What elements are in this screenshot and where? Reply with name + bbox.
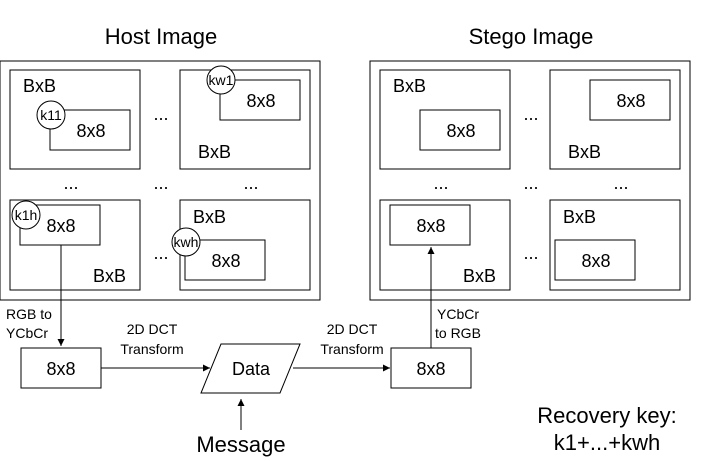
rgb-to-ycbcr-label-1: RGB to <box>6 306 52 322</box>
host-block-tl-inner-label: 8x8 <box>76 121 105 141</box>
ellipsis: ... <box>243 173 258 193</box>
ellipsis: ... <box>523 243 538 263</box>
ellipsis: ... <box>523 104 538 124</box>
stego-block-tr-inner <box>589 79 671 121</box>
dct-output-block-label: 8x8 <box>416 359 445 379</box>
recovery-key-formula: k1+...+kwh <box>554 430 660 455</box>
dct-input-block-label: 8x8 <box>46 359 75 379</box>
stego-block-bl-inner-label: 8x8 <box>416 216 445 236</box>
stego-block-br-inner <box>554 239 636 281</box>
key-circle <box>36 100 66 130</box>
recovery-key-title: Recovery key: <box>537 403 676 428</box>
key-label-k11: k11 <box>40 107 62 123</box>
stego-block-tr-label: BxB <box>568 142 601 162</box>
host-block-top-left: BxB 8x8 k11 <box>9 69 141 170</box>
host-block-br-inner-label: 8x8 <box>211 251 240 271</box>
host-image-title: Host Image <box>105 24 218 49</box>
key-label-k1h: k1h <box>15 207 38 223</box>
stego-image-title: Stego Image <box>469 24 594 49</box>
data-label: Data <box>232 359 271 379</box>
key-label-kwh: kwh <box>174 234 199 250</box>
message-label: Message <box>196 432 285 457</box>
stego-block-bottom-right: BxB 8x8 <box>549 199 681 291</box>
ycbcr-to-rgb-label-1: YCbCr <box>437 306 479 322</box>
ellipsis: ... <box>613 173 628 193</box>
host-block-tl-label: BxB <box>23 76 56 96</box>
stego-block-br-label: BxB <box>563 207 596 227</box>
host-block-bl-inner-label: 8x8 <box>46 216 75 236</box>
ellipsis: ... <box>153 173 168 193</box>
host-block-bottom-right: BxB 8x8 kwh <box>171 199 311 291</box>
ellipsis: ... <box>153 243 168 263</box>
ellipsis: ... <box>63 173 78 193</box>
stego-block-top-left: BxB 8x8 <box>379 69 511 170</box>
ellipsis: ... <box>433 173 448 193</box>
stego-block-bl-inner <box>389 204 471 246</box>
stego-block-br-inner-label: 8x8 <box>581 251 610 271</box>
stego-block-bottom-left: 8x8 BxB <box>379 199 511 291</box>
key-circle <box>11 200 41 230</box>
host-block-bottom-left: 8x8 BxB k1h <box>9 199 141 291</box>
stego-block-tl-label: BxB <box>393 76 426 96</box>
ycbcr-to-rgb-label-2: to RGB <box>435 325 481 341</box>
host-block-bl-label: BxB <box>93 266 126 286</box>
host-block-top-right: 8x8 BxB kw1 <box>179 65 311 170</box>
stego-block-bl-label: BxB <box>463 266 496 286</box>
stego-block-tl-inner-label: 8x8 <box>446 121 475 141</box>
data-parallelogram <box>200 343 301 394</box>
dct-left-label-2: Transform <box>120 341 183 357</box>
rgb-to-ycbcr-label-2: YCbCr <box>6 325 48 341</box>
host-block-br-label: BxB <box>193 207 226 227</box>
key-label-kw1: kw1 <box>209 72 234 88</box>
key-circle <box>171 227 201 257</box>
host-block-tr-inner-label: 8x8 <box>246 91 275 111</box>
host-block-tr-label: BxB <box>198 142 231 162</box>
dct-input-block <box>20 347 102 389</box>
ellipsis: ... <box>523 173 538 193</box>
ellipsis: ... <box>153 104 168 124</box>
key-circle <box>206 65 236 95</box>
stego-block-tl-inner <box>419 109 501 151</box>
dct-right-label-2: Transform <box>320 341 383 357</box>
dct-left-label-1: 2D DCT <box>127 321 178 337</box>
dct-right-label-1: 2D DCT <box>327 321 378 337</box>
stego-block-top-right: 8x8 BxB <box>549 69 681 170</box>
stego-block-tr-inner-label: 8x8 <box>616 91 645 111</box>
